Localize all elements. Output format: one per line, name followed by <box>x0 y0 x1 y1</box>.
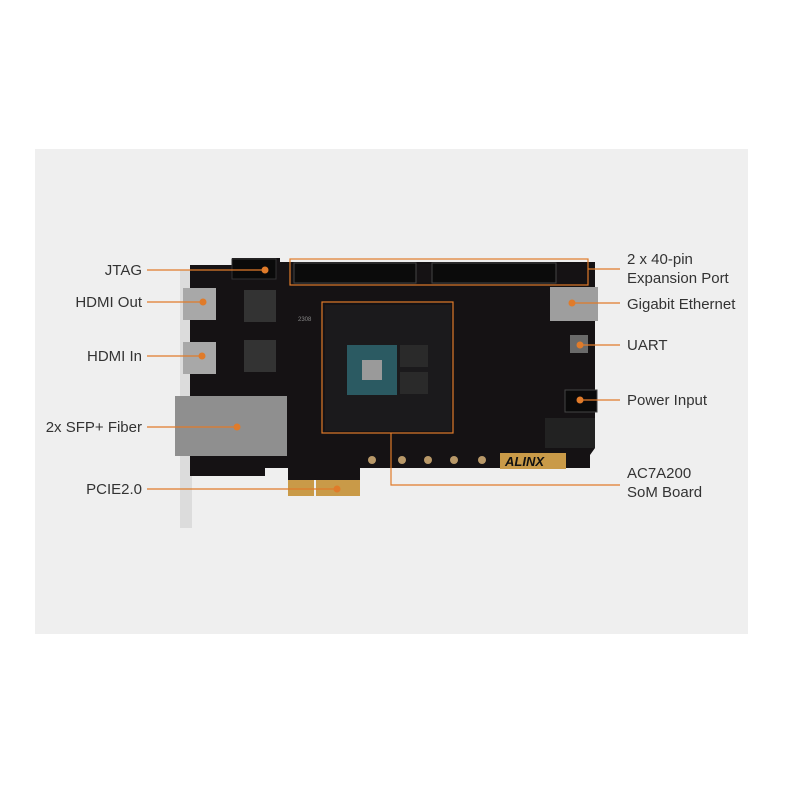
label-expansion-line1: 2 x 40-pin <box>627 251 693 268</box>
chip <box>244 340 276 372</box>
expansion-header-2 <box>431 262 557 284</box>
jtag-header <box>231 258 277 280</box>
chip <box>244 290 276 322</box>
alinx-logo <box>500 453 566 469</box>
expansion-header-1 <box>293 262 417 284</box>
sfp-cage <box>175 396 287 456</box>
connector <box>545 418 595 448</box>
label-hdmi-out: HDMI Out <box>75 294 142 311</box>
hdmi-out-port <box>183 288 216 320</box>
label-som-line1: AC7A200 <box>627 465 692 482</box>
leader-lines <box>147 258 620 490</box>
label-expansion-line2: Expansion Port <box>627 270 729 287</box>
marker-dots <box>198 266 584 493</box>
label-gigabit-ethernet: Gigabit Ethernet <box>627 296 736 313</box>
label-pcie: PCIE2.0 <box>86 481 142 498</box>
label-sfp-fiber: 2x SFP+ Fiber <box>45 419 142 436</box>
label-jtag: JTAG <box>104 262 142 279</box>
label-uart: UART <box>627 337 668 354</box>
label-hdmi-in: HDMI In <box>86 348 142 365</box>
label-power-input: Power Input <box>627 392 708 409</box>
label-som-line2: SoM Board <box>627 484 703 501</box>
pcie-gold-fingers <box>288 480 360 496</box>
alinx-logo-text: ALINX <box>504 454 545 469</box>
silk-code: 2308 <box>298 317 312 323</box>
